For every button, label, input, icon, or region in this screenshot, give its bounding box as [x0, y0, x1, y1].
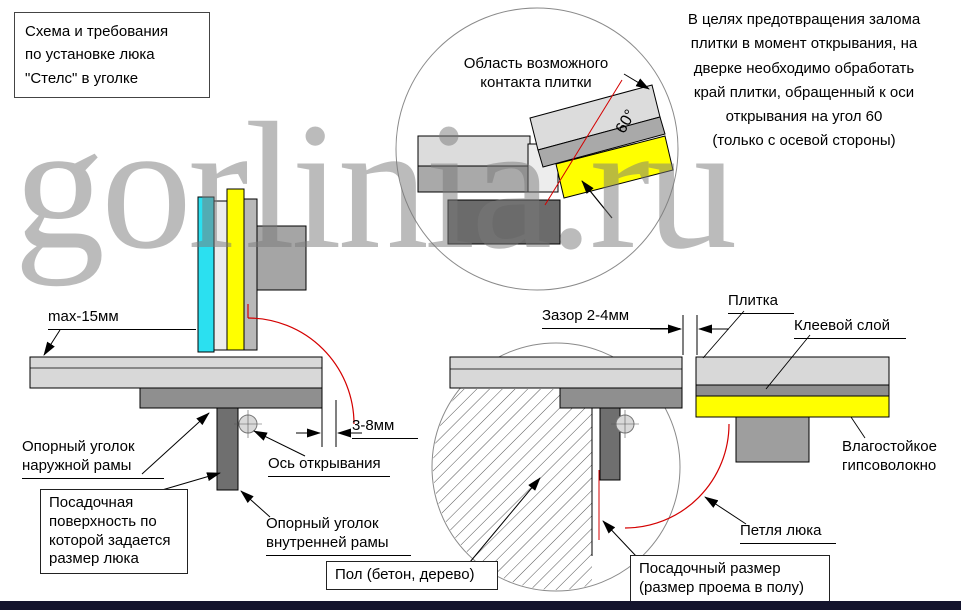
left-max-leader-arrow: [43, 329, 61, 356]
right-door-glue: [695, 384, 890, 397]
left-door-frame-strip: [243, 198, 258, 351]
hinge-label: Петля люка: [740, 522, 836, 544]
left-seating-arrow: [161, 472, 221, 491]
note-line: дверке необходимо обработать: [693, 59, 915, 77]
seating-surface-box: Посадочная поверхность по которой задает…: [40, 489, 188, 574]
bottom-bar: [0, 601, 961, 610]
right-seat-size-arrow: [602, 520, 637, 557]
gypsum-label-line: гипсоволокно: [842, 456, 937, 474]
seat-size-line: Посадочный размер: [639, 560, 781, 577]
right-door-tile: [695, 356, 890, 386]
gypsum-label: Влагостойкое гипсоволокно: [842, 438, 960, 476]
right-door-gypsum: [695, 395, 890, 418]
axis-label: Ось открывания: [268, 455, 390, 477]
right-outer-corner-bar: [559, 387, 683, 409]
outer-corner-label: Опорный уголок наружной рамы: [22, 438, 164, 479]
note-line: плитки в момент открывания, на: [690, 35, 918, 53]
right-tile-leader: [702, 310, 745, 359]
right-glue-leader: [765, 334, 811, 390]
note-line: край плитки, обращенный к оси: [693, 83, 915, 101]
seat-size-line: (размер проема в полу): [639, 578, 805, 596]
outer-corner-label-line: наружной рамы: [22, 456, 132, 474]
gap-2-4-label: Зазор 2-4мм: [542, 307, 680, 329]
right-gypsum-leader: [850, 416, 866, 439]
inner-corner-label-line: внутренней рамы: [266, 533, 389, 551]
right-diagram: [431, 310, 890, 592]
note-paragraph: В целях предотвращения залома плитки в м…: [653, 8, 955, 154]
gypsum-label-line: Влагостойкое: [842, 438, 937, 455]
left-wall-slab: [29, 356, 323, 389]
note-line: В целях предотвращения залома: [687, 11, 921, 28]
left-door-gypsum-strip: [226, 188, 245, 351]
left-door-frame-block: [256, 225, 307, 291]
inner-corner-label-line: Опорный уголок: [266, 515, 379, 532]
left-door-glue-strip: [213, 200, 228, 351]
detail-gypsum-arrow: [581, 180, 613, 219]
gap-3-8-label: 3-8мм: [352, 417, 418, 439]
detail-circle-view: 60°: [395, 7, 679, 291]
detail-label-arrow: [623, 73, 650, 90]
seating-surface-line: которой задается: [49, 531, 171, 549]
title-line: Схема и требования: [25, 23, 169, 40]
right-circle-outline: [431, 342, 681, 592]
note-line: открывания на угол 60: [725, 108, 883, 126]
detail-tile-band: [417, 135, 531, 167]
seating-surface-line: поверхность по: [49, 512, 157, 530]
outer-corner-label-line: Опорный уголок: [22, 438, 135, 455]
title-line: по установке люка: [25, 46, 155, 64]
seat-size-box: Посадочный размер (размер проема в полу): [630, 555, 830, 603]
detail-bevel-line: [544, 79, 623, 206]
detail-contact-label-line: контакта плитки: [480, 73, 592, 91]
right-floor-slab: [449, 356, 683, 389]
inner-corner-label: Опорный уголок внутренней рамы: [266, 515, 411, 556]
glue-layer-label: Клеевой слой: [794, 317, 906, 339]
left-inner-corner-post: [216, 407, 239, 491]
detail-door-glue: [537, 116, 666, 168]
max-thickness-label: max-15мм: [48, 308, 196, 330]
right-hinge-arrow: [704, 496, 747, 525]
floor-box: Пол (бетон, дерево): [326, 561, 498, 590]
detail-contact-label-line: Область возможного: [463, 55, 609, 72]
right-inner-corner-post: [599, 407, 621, 481]
detail-frame-block: [447, 199, 561, 245]
left-inner-corner-arrow: [240, 490, 271, 518]
seating-surface-line: размер люка: [49, 550, 139, 568]
left-axis-leader-arrow: [253, 430, 306, 457]
left-door-tile-cyan: [197, 196, 215, 353]
detail-glue-band: [417, 165, 531, 193]
detail-contact-label: Область возможного контакта плитки: [446, 55, 626, 93]
title-line: "Стелс" в уголке: [25, 69, 139, 87]
left-diagram: [29, 188, 362, 518]
note-line: (только с осевой стороны): [712, 132, 896, 150]
left-swing-arc: [247, 317, 355, 425]
right-floor-arrow: [469, 477, 541, 563]
seating-surface-line: Посадочная: [49, 494, 134, 511]
left-outer-corner-bar: [139, 387, 323, 409]
title-box: Схема и требования по установке люка "Ст…: [14, 12, 210, 98]
tile-label: Плитка: [728, 292, 794, 314]
right-swing-arc: [624, 423, 730, 529]
right-door-frame-block: [735, 416, 810, 463]
left-outer-corner-arrow: [141, 412, 210, 475]
